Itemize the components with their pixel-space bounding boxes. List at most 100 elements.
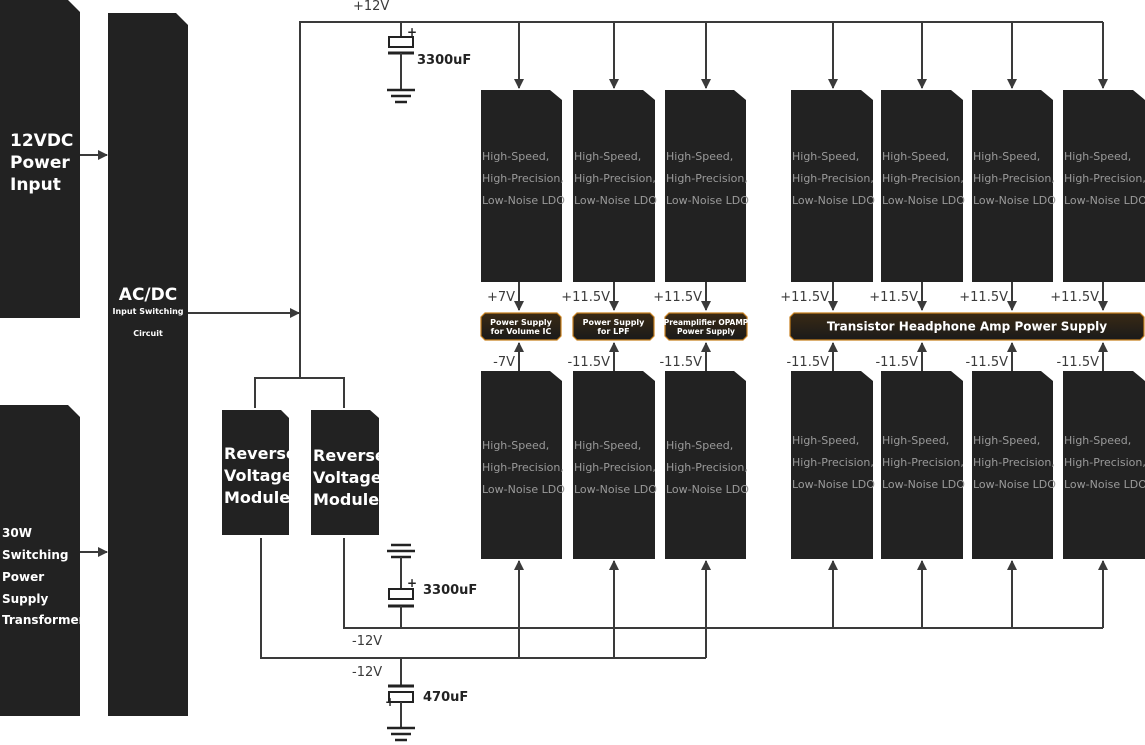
ldo-text-line-1: High-Speed,	[574, 150, 641, 163]
reverse-voltage-module-right: Reverse Voltage Module	[311, 410, 386, 535]
ldo-block-lower-3: High-Speed, High-Precision, Low-Noise LDO	[665, 371, 749, 559]
ldo-block-upper-1: High-Speed, High-Precision, Low-Noise LDO	[481, 90, 565, 282]
ldo-text-line-2: High-Precision,	[482, 172, 564, 185]
ldo-block-lower-7: High-Speed, High-Precision, Low-Noise LDO	[1063, 371, 1145, 559]
channel-pos-voltage-2: +11.5V	[561, 290, 610, 305]
psu-lpf-label-line-2: for LPF	[597, 327, 629, 336]
acdc-subtitle-2: Circuit	[133, 329, 163, 338]
cap-bottom-plus: +	[385, 695, 395, 709]
cap-mid-plus: +	[407, 576, 417, 590]
psu-headphone-amp-label: Transistor Headphone Amp Power Supply	[827, 320, 1107, 334]
ldo-block-lower-5: High-Speed,High-Precision,Low-Noise LDO	[881, 371, 965, 559]
transformer-block: 30W Switching Power Supply Transformer	[0, 405, 85, 716]
reverse-module-left-line3: Module	[224, 488, 290, 507]
channel-pos-voltage-1: +7V	[487, 290, 515, 305]
capacitor-top: + 3300uF	[387, 22, 471, 104]
channel-neg-voltage-3: -11.5V	[659, 355, 702, 370]
cap-top-plus: +	[407, 25, 417, 39]
dc-input-label-line1: 12VDC	[10, 131, 73, 151]
ldo-text-line-3: Low-Noise LDO	[1064, 194, 1145, 207]
psu-volume-ic-label-line-2: for Volume IC	[491, 327, 552, 336]
ldo-text-line-2: High-Precision,	[792, 456, 874, 469]
ldo-text-line-1: High-Speed,	[973, 150, 1040, 163]
cap-bottom-value: 470uF	[423, 690, 468, 705]
ldo-text-line-2: High-Precision,	[973, 456, 1055, 469]
reverse-module-right-line3: Module	[313, 490, 379, 509]
ldo-text-line-1: High-Speed,	[882, 150, 949, 163]
channel-voltage-labels: +7V -7V +11.5V -11.5V +11.5V -11.5V +11.5V -11.…	[487, 290, 1099, 370]
ldo-text-line-3: Low-Noise LDO	[666, 483, 749, 496]
wiring	[254, 21, 1103, 686]
ldo-block-lower-6: High-Speed,High-Precision,Low-Noise LDO	[972, 371, 1056, 559]
ldo-block-upper-6: High-Speed, High-Precision, Low-Noise LDO	[972, 90, 1056, 282]
channel-pos-voltage-7: +11.5V	[1050, 290, 1099, 305]
transformer-label-line1: 30W	[2, 526, 32, 540]
ldo-text-line-2: High-Precision,	[1064, 456, 1145, 469]
dc-power-input-block: 12VDC Power Input	[0, 0, 80, 318]
channel-neg-voltage-4: -11.5V	[786, 355, 829, 370]
reverse-module-left-line2: Voltage	[224, 466, 293, 485]
ldo-text-line-2: High-Precision,	[574, 461, 656, 474]
channel-pos-voltage-4: +11.5V	[780, 290, 829, 305]
transformer-label-line3: Power	[2, 570, 44, 584]
ldo-text-line-3: Low-Noise LDO	[574, 194, 657, 207]
ldo-text-line-3: Low-Noise LDO	[792, 194, 875, 207]
psu-headphone-amp: Transistor Headphone Amp Power Supply	[789, 312, 1145, 341]
ldo-text-line-1: High-Speed,	[1064, 434, 1131, 447]
channel-pos-voltage-5: +11.5V	[869, 290, 918, 305]
ldo-text-line-3: Low-Noise LDO	[482, 194, 565, 207]
ldo-text-line-2: High-Precision,	[792, 172, 874, 185]
ldo-text-line-3: Low-Noise LDO	[792, 478, 875, 491]
acdc-subtitle-1: Input Switching	[112, 307, 183, 316]
ldo-text-line-1: High-Speed,	[482, 150, 549, 163]
rail-label-neg-12v-b: -12V	[352, 665, 382, 680]
ldo-text-line-1: High-Speed,	[1064, 150, 1131, 163]
ldo-block-lower-1: High-Speed,High-Precision,Low-Noise LDO	[481, 371, 565, 559]
ldo-block-upper-2: High-Speed,High-Precision,Low-Noise LDO	[573, 90, 657, 282]
channel-neg-voltage-5: -11.5V	[875, 355, 918, 370]
psu-preamp-opamp-label-line-1: Preamplifier OPAMP	[664, 318, 749, 327]
channel-pos-voltage-3: +11.5V	[653, 290, 702, 305]
psu-volume-ic-label-line-1: Power Supply	[490, 318, 553, 327]
ldo-block-upper-4: High-Speed, High-Precision, Low-Noise LDO	[791, 90, 875, 282]
ldo-text-line-3: Low-Noise LDO	[882, 194, 965, 207]
ldo-text-line-3: Low-Noise LDO	[1064, 478, 1145, 491]
transformer-label-line5: Transformer	[2, 613, 85, 627]
ldo-text-line-1: High-Speed,	[482, 439, 549, 452]
dc-input-label-line2: Power	[10, 153, 70, 173]
cap-top-value: 3300uF	[417, 53, 471, 68]
transformer-label-line4: Supply	[2, 592, 48, 606]
ldo-text-line-2: High-Precision,	[666, 461, 748, 474]
ldo-text-line-1: High-Speed,	[882, 434, 949, 447]
capacitor-bottom: + 470uF	[385, 684, 468, 742]
acdc-block: AC/DC Input Switching Circuit	[108, 13, 188, 716]
ldo-text-line-2: High-Precision,	[882, 172, 964, 185]
ldo-text-line-1: High-Speed,	[666, 150, 733, 163]
acdc-title: AC/DC	[119, 285, 177, 305]
capacitor-mid: + 3300uF	[387, 543, 477, 612]
ldo-blocks: High-Speed, High-Precision, Low-Noise LDO H…	[481, 90, 1145, 559]
ldo-text-line-1: High-Speed,	[574, 439, 641, 452]
psu-lpf-label-line-1: Power Supply	[583, 318, 646, 327]
ldo-block-lower-4: High-Speed, High-Precision, Low-Noise LDO	[791, 371, 875, 559]
ldo-block-upper-5: High-Speed, High-Precision, Low-Noise LDO	[881, 90, 965, 282]
reverse-module-right-line1: Reverse	[313, 446, 386, 465]
channel-neg-voltage-1: -7V	[493, 355, 515, 370]
channel-pos-voltage-6: +11.5V	[959, 290, 1008, 305]
ldo-text-line-3: Low-Noise LDO	[973, 194, 1056, 207]
ldo-text-line-1: High-Speed,	[792, 434, 859, 447]
ldo-text-line-3: Low-Noise LDO	[882, 478, 965, 491]
reverse-module-left-line1: Reverse	[224, 444, 297, 463]
ldo-text-line-3: Low-Noise LDO	[574, 483, 657, 496]
ldo-text-line-2: High-Precision,	[973, 172, 1055, 185]
reverse-voltage-module-left: Reverse Voltage Module	[222, 410, 297, 535]
transformer-label-line2: Switching	[2, 548, 68, 562]
rail-label-pos-12v: +12V	[353, 0, 389, 14]
ldo-block-upper-7: High-Speed,High-Precision,Low-Noise LDO	[1063, 90, 1145, 282]
ldo-text-line-1: High-Speed,	[666, 439, 733, 452]
ldo-text-line-1: High-Speed,	[792, 150, 859, 163]
channel-neg-voltage-6: -11.5V	[965, 355, 1008, 370]
